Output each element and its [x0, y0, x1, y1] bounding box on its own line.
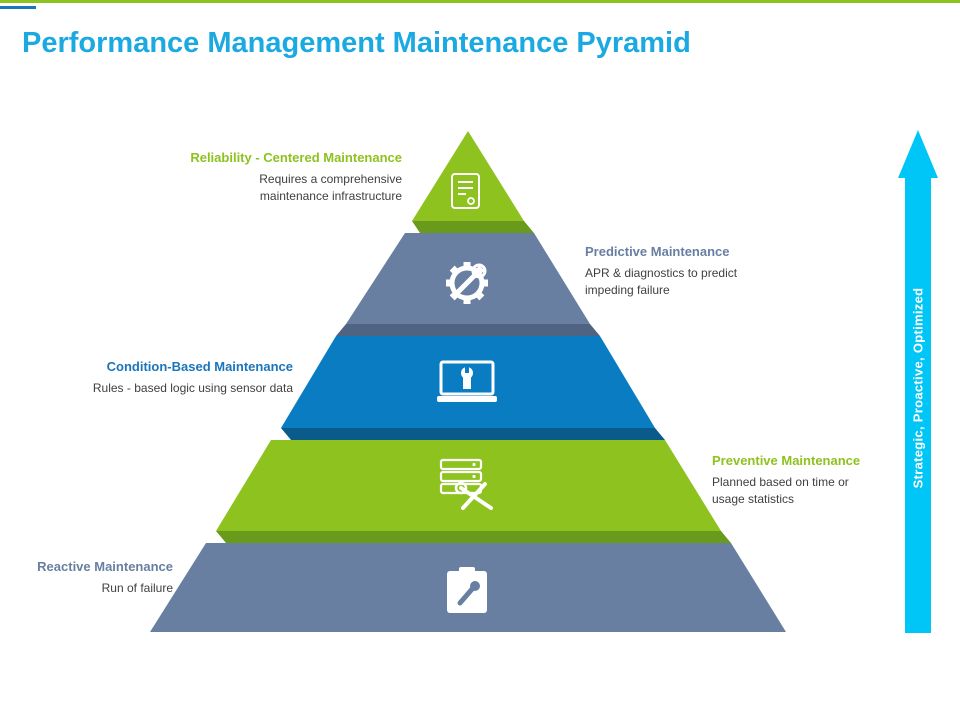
pyramid-tier-preventive	[216, 440, 731, 543]
pyramid-tier-condition	[281, 336, 665, 440]
gear-wrench-icon	[446, 262, 488, 304]
label-reliability-description: Requires a comprehensive maintenance inf…	[259, 172, 402, 203]
tier-condition-shadow	[281, 428, 665, 440]
top-accent-bar	[0, 0, 960, 3]
strategy-arrow-shape	[898, 130, 938, 633]
document-gear-icon	[451, 173, 480, 209]
pyramid-tier-reactive	[150, 543, 786, 632]
label-condition: Condition-Based Maintenance Rules - base…	[53, 358, 293, 397]
server-tools-icon	[439, 458, 493, 510]
tier-preventive-face	[216, 440, 721, 531]
strategy-arrow	[898, 130, 938, 633]
label-reliability-heading: Reliability - Centered Maintenance	[190, 150, 402, 165]
tier-reliability-face	[412, 131, 524, 221]
label-predictive: Predictive Maintenance APR & diagnostics…	[585, 243, 785, 299]
pyramid-tier-reliability	[412, 131, 534, 233]
label-condition-heading: Condition-Based Maintenance	[106, 359, 293, 374]
pyramid-tier-predictive	[336, 233, 600, 336]
tier-predictive-shadow	[336, 324, 600, 336]
tier-reliability-shadow	[412, 221, 534, 233]
label-reactive-description: Run of failure	[101, 581, 173, 595]
tier-preventive-shadow	[216, 531, 731, 543]
label-predictive-description: APR & diagnostics to predict impeding fa…	[585, 266, 738, 297]
strategy-arrow-label: Strategic, Proactive, Optimized	[910, 287, 926, 489]
clipboard-wrench-icon	[447, 567, 487, 613]
laptop-wrench-icon	[437, 360, 497, 402]
label-reactive-heading: Reactive Maintenance	[37, 559, 173, 574]
label-reactive: Reactive Maintenance Run of failure	[3, 558, 173, 597]
label-condition-description: Rules - based logic using sensor data	[92, 381, 293, 395]
label-preventive-heading: Preventive Maintenance	[712, 453, 861, 468]
label-preventive-description: Planned based on time or usage statistic…	[712, 475, 849, 506]
label-reliability: Reliability - Centered Maintenance Requi…	[102, 149, 402, 205]
page-title: Performance Management Maintenance Pyram…	[22, 27, 691, 59]
label-predictive-heading: Predictive Maintenance	[585, 244, 730, 259]
label-preventive: Preventive Maintenance Planned based on …	[712, 452, 892, 508]
top-accent-mark	[0, 6, 36, 9]
